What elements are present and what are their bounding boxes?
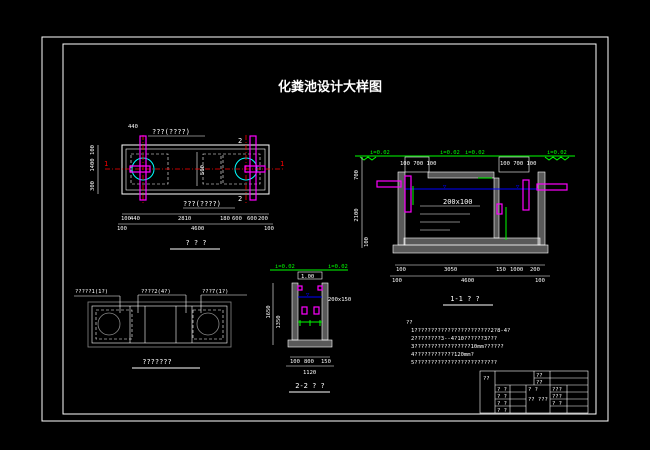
dim-text: 1650 [266, 305, 272, 318]
dim-text: 800 [304, 359, 314, 365]
section-mark: 2 [238, 195, 242, 203]
dim-text: 150 [496, 267, 506, 273]
water-level-icon: ▽ [306, 292, 310, 298]
dim-total: 4600 [191, 226, 204, 232]
slope-label: i=0.02 [440, 150, 460, 156]
dim-text: 300 [90, 181, 96, 191]
title-block-cell: ?? [536, 373, 543, 379]
dim-text: 100 [117, 226, 127, 232]
water-level-icon: ▽ [443, 184, 447, 190]
title-block-cell: ?? ??? [528, 397, 548, 403]
plan-label-bottom: ???(????) [183, 200, 221, 208]
title-block-cell: ? ? [552, 401, 562, 407]
plan-caption: ? ? ? [185, 239, 206, 247]
dim-text: 600 [247, 216, 257, 222]
note-line: 2????????3--4?10??????3??? [411, 336, 497, 342]
layout-plan: ?????1(1?) ????2(4?) ???7(1?) ??????? [74, 289, 247, 369]
title-block-cell: ? ? [528, 387, 538, 393]
dim-text: 600 [232, 216, 242, 222]
dim-text: 2100 [354, 208, 360, 221]
inner-frame [62, 43, 597, 415]
dim-text: 200 [258, 216, 268, 222]
dim-text: 1000 [510, 267, 523, 273]
dim-text: 100 [90, 145, 96, 155]
dim-text: 100 [121, 216, 131, 222]
water-level-icon: ▽ [516, 184, 520, 190]
plan-label-top: ???(????) [152, 128, 190, 136]
dim-text: 100 700 100 [500, 161, 536, 167]
section-mark: 2 [238, 137, 242, 145]
dim-text: 100 [535, 278, 545, 284]
section-1-1-caption: 1-1 ? ? [450, 295, 480, 303]
title-block-cell: ? ? [497, 408, 507, 414]
title-block-cell: ??? [552, 394, 562, 400]
slope-label: i=0.02 [275, 264, 295, 270]
title-block: ?? ?? ?? ? ? ? ? ? ? ? ? ? ? ?? ??? ??? … [479, 370, 589, 414]
note-line: 1???????????????????????2?8-4? [411, 328, 510, 334]
slope-label: i=0.02 [328, 264, 348, 270]
title-block-cell: ?? [483, 376, 490, 382]
pipe-label: 200x150 [328, 297, 351, 303]
section-mark: 1 [104, 160, 108, 168]
slope-label: i=0.02 [370, 150, 390, 156]
outer-frame [41, 36, 609, 422]
dim-text: 100 [264, 226, 274, 232]
title-block-cell: ??? [552, 387, 562, 393]
slope-label: i=0.02 [547, 150, 567, 156]
dim-total: 4600 [461, 278, 474, 284]
layout-plan-caption: ??????? [142, 358, 172, 366]
dim-text: 700 [354, 170, 360, 180]
section-2-2: i=0.02 i=0.02 1.00 ▽ 200x150 1650 1350 1… [266, 264, 351, 393]
dim-total: 1120 [303, 370, 316, 376]
note-line: 3?????????????????10mm?????? [411, 344, 504, 350]
notes: ?? 1???????????????????????2?8-4? 2?????… [406, 320, 510, 366]
dim-text: 3050 [444, 267, 457, 273]
dim-text: 100 [396, 267, 406, 273]
section-2-2-caption: 2-2 ? ? [295, 382, 325, 390]
pipe-label: 200x100 [443, 198, 473, 206]
note-line: 4????????????120mm? [411, 352, 474, 358]
title-block-cell: ?? [536, 380, 543, 386]
dim-text: 100 [392, 278, 402, 284]
title-block-cell: ? ? [497, 401, 507, 407]
slope-label: i=0.02 [465, 150, 485, 156]
dim-text: 200 [530, 267, 540, 273]
section-mark: 1 [280, 160, 284, 168]
dim-text: 180 [220, 216, 230, 222]
dim-text: 500 [200, 165, 206, 175]
title-block-cell: ? ? [497, 387, 507, 393]
dim-text: 1350 [276, 315, 282, 328]
dim-text: 100 [364, 237, 370, 247]
dim-text: 100 700 100 [400, 161, 436, 167]
plan-top-dim: 440 [128, 124, 138, 130]
dim-text: 2810 [178, 216, 191, 222]
dim-text: 1.00 [301, 274, 314, 280]
dim-text: 1400 [90, 158, 96, 171]
title-block-cell: ? ? [497, 394, 507, 400]
dim-text: 440 [130, 216, 140, 222]
note-line: 5????????????????????????? [411, 360, 497, 366]
notes-heading: ?? [406, 320, 413, 326]
plan-view: ???(????) ???(????) 440 1 1 2 2 1400 300… [90, 124, 285, 250]
dim-text: 100 [290, 359, 300, 365]
dim-text: 150 [321, 359, 331, 365]
section-1-1: i=0.02 i=0.02 i=0.02 i=0.02 100 700 100 … [354, 150, 575, 306]
chamber-label: ?????1(1?) [75, 289, 108, 295]
chamber-label: ???7(1?) [202, 289, 229, 295]
chamber-label: ????2(4?) [141, 289, 171, 295]
drawing-title: 化粪池设计大样图 [278, 79, 382, 95]
